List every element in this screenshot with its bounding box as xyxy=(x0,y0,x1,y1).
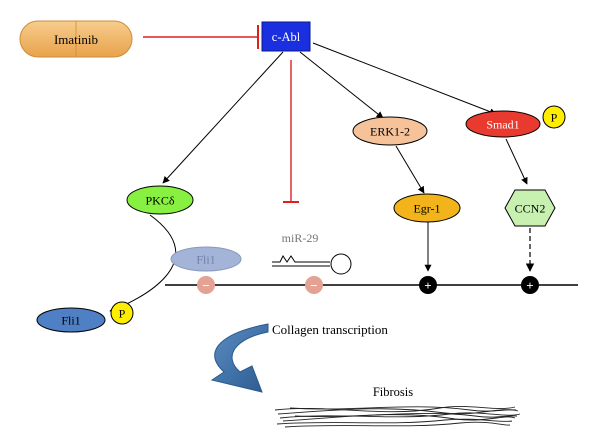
egr1-node: Egr-1 xyxy=(393,193,461,223)
fli1-phospho-badge xyxy=(110,301,134,325)
ccn2-node: CCN2 xyxy=(504,189,556,227)
smad1-label: Smad1 xyxy=(486,118,519,132)
c-abl-label: c-Abl xyxy=(272,30,301,44)
smad1-node: Smad1 P xyxy=(465,105,566,138)
erk-node: ERK1-2 xyxy=(352,116,428,146)
fli1-phosphorylated-node: Fli1 P xyxy=(36,301,134,333)
activator-site-ccn2: + xyxy=(521,276,539,294)
imatinib-label: Imatinib xyxy=(54,32,98,47)
mir29-label: miR-29 xyxy=(282,231,319,245)
c-abl-inhibits-mir29 xyxy=(283,60,299,203)
imatinib-inhibits-c-abl xyxy=(143,25,259,49)
fli1-phos-label: Fli1 xyxy=(61,314,80,328)
smad1-phospho-label: P xyxy=(551,111,558,125)
repressor-fli1-symbol: − xyxy=(202,278,209,293)
edge-c-abl-to-smad1 xyxy=(312,42,497,115)
fli1-bound-label: Fli1 xyxy=(196,253,215,267)
fli1-phospho-label: P xyxy=(119,307,126,321)
edge-pkc-to-fli1 xyxy=(109,214,177,313)
activator-ccn2-symbol: + xyxy=(526,278,533,293)
pkc-delta-node: PKCδ xyxy=(126,185,194,215)
imatinib-capsule: Imatinib xyxy=(19,20,133,58)
edge-erk-to-egr1 xyxy=(395,145,425,194)
activator-egr1-symbol: + xyxy=(424,278,431,293)
fibrosis-label: Fibrosis xyxy=(373,385,413,399)
fibrosis-fibers xyxy=(274,405,521,428)
ccn2-label: CCN2 xyxy=(515,202,546,216)
mir29-hairpin xyxy=(272,255,330,263)
egr1-label: Egr-1 xyxy=(413,202,440,216)
erk-label: ERK1-2 xyxy=(370,125,410,139)
collagen-transcription-label: Collagen transcription xyxy=(272,322,388,337)
repressor-site-mir29: − xyxy=(305,276,323,294)
collagen-curved-arrow xyxy=(210,323,269,393)
activator-site-egr1: + xyxy=(419,276,437,294)
mir29-node: miR-29 xyxy=(272,231,352,275)
edge-c-abl-to-pkc xyxy=(162,51,284,184)
c-abl-node: c-Abl xyxy=(261,21,311,52)
pkc-delta-label: PKCδ xyxy=(146,194,175,208)
edge-smad1-to-ccn2 xyxy=(505,138,528,185)
repressor-mir29-symbol: − xyxy=(310,278,317,293)
edge-c-abl-to-erk xyxy=(299,51,384,119)
smad1-phospho-badge xyxy=(542,105,566,129)
repressor-site-fli1: − xyxy=(197,276,215,294)
fli1-bound-node: Fli1 xyxy=(170,246,242,272)
